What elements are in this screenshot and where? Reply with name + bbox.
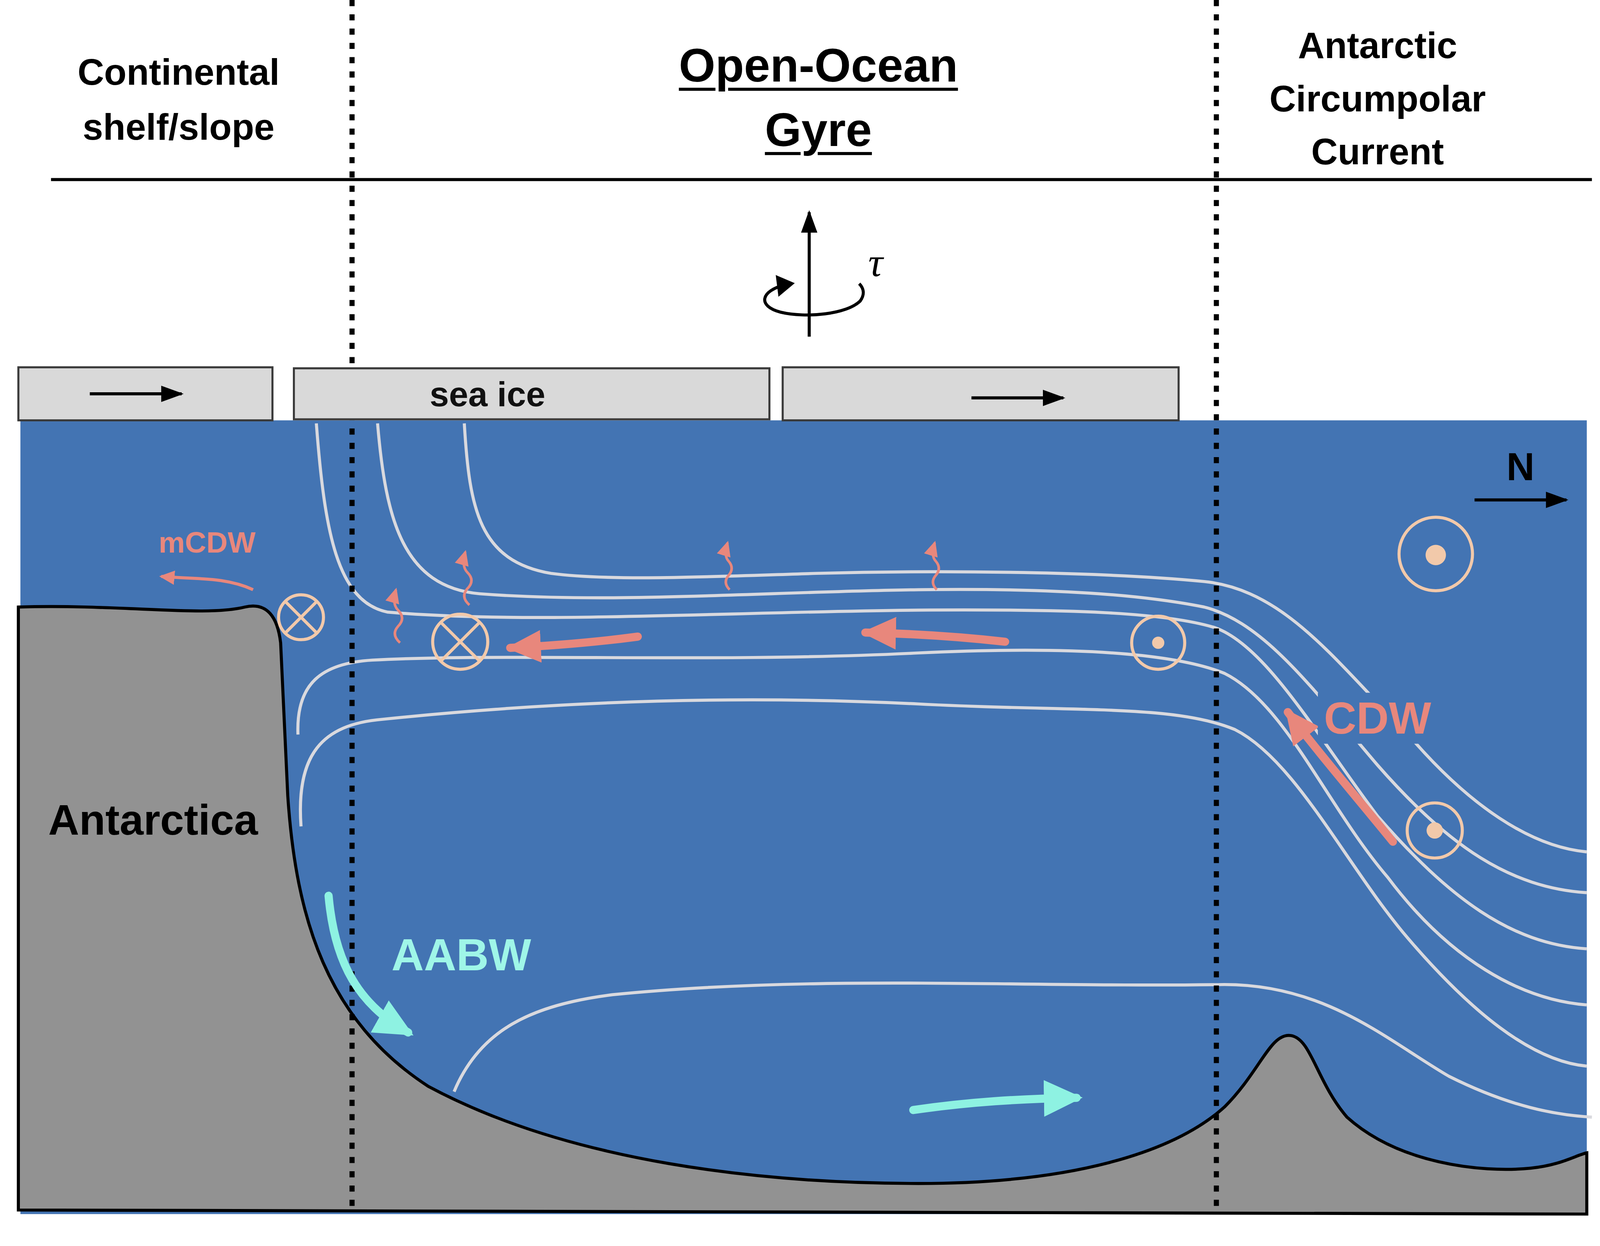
region-heading: Open-Ocean Gyre: [645, 33, 992, 163]
mcdw-arrow: [161, 576, 254, 590]
seafloor-and-continent: [18, 606, 1587, 1215]
water-mass-label: AABW: [391, 929, 532, 981]
north-label: N: [1506, 445, 1535, 490]
region-divider: [1213, 0, 1219, 1213]
sea-ice-floe: [18, 367, 273, 421]
flow-direction-symbols: [278, 517, 1473, 859]
wind-stress-symbol: τ: [868, 238, 883, 287]
continent-label: Antarctica: [48, 795, 258, 845]
cdw-flow-arrows: [510, 632, 1393, 842]
north-arrow: [1474, 498, 1567, 502]
wind-stress-curl-symbol: [764, 212, 864, 337]
aabw-flow-arrows: [328, 896, 1077, 1111]
flow-direction-dots: [1151, 544, 1447, 839]
region-heading: Antarctic Circumpolar Current: [1224, 19, 1531, 179]
sea-ice-floe: [782, 367, 1179, 421]
header-rule: [50, 178, 1592, 182]
water-mass-label: mCDW: [158, 526, 256, 560]
region-divider: [349, 0, 355, 1211]
water-mass-label: CDW: [1317, 692, 1438, 744]
sea-ice-box: sea ice: [292, 367, 771, 421]
node-text: sea ice: [429, 374, 546, 414]
isopycnals: [298, 423, 1593, 1118]
region-heading: Continental shelf/slope: [40, 44, 317, 156]
